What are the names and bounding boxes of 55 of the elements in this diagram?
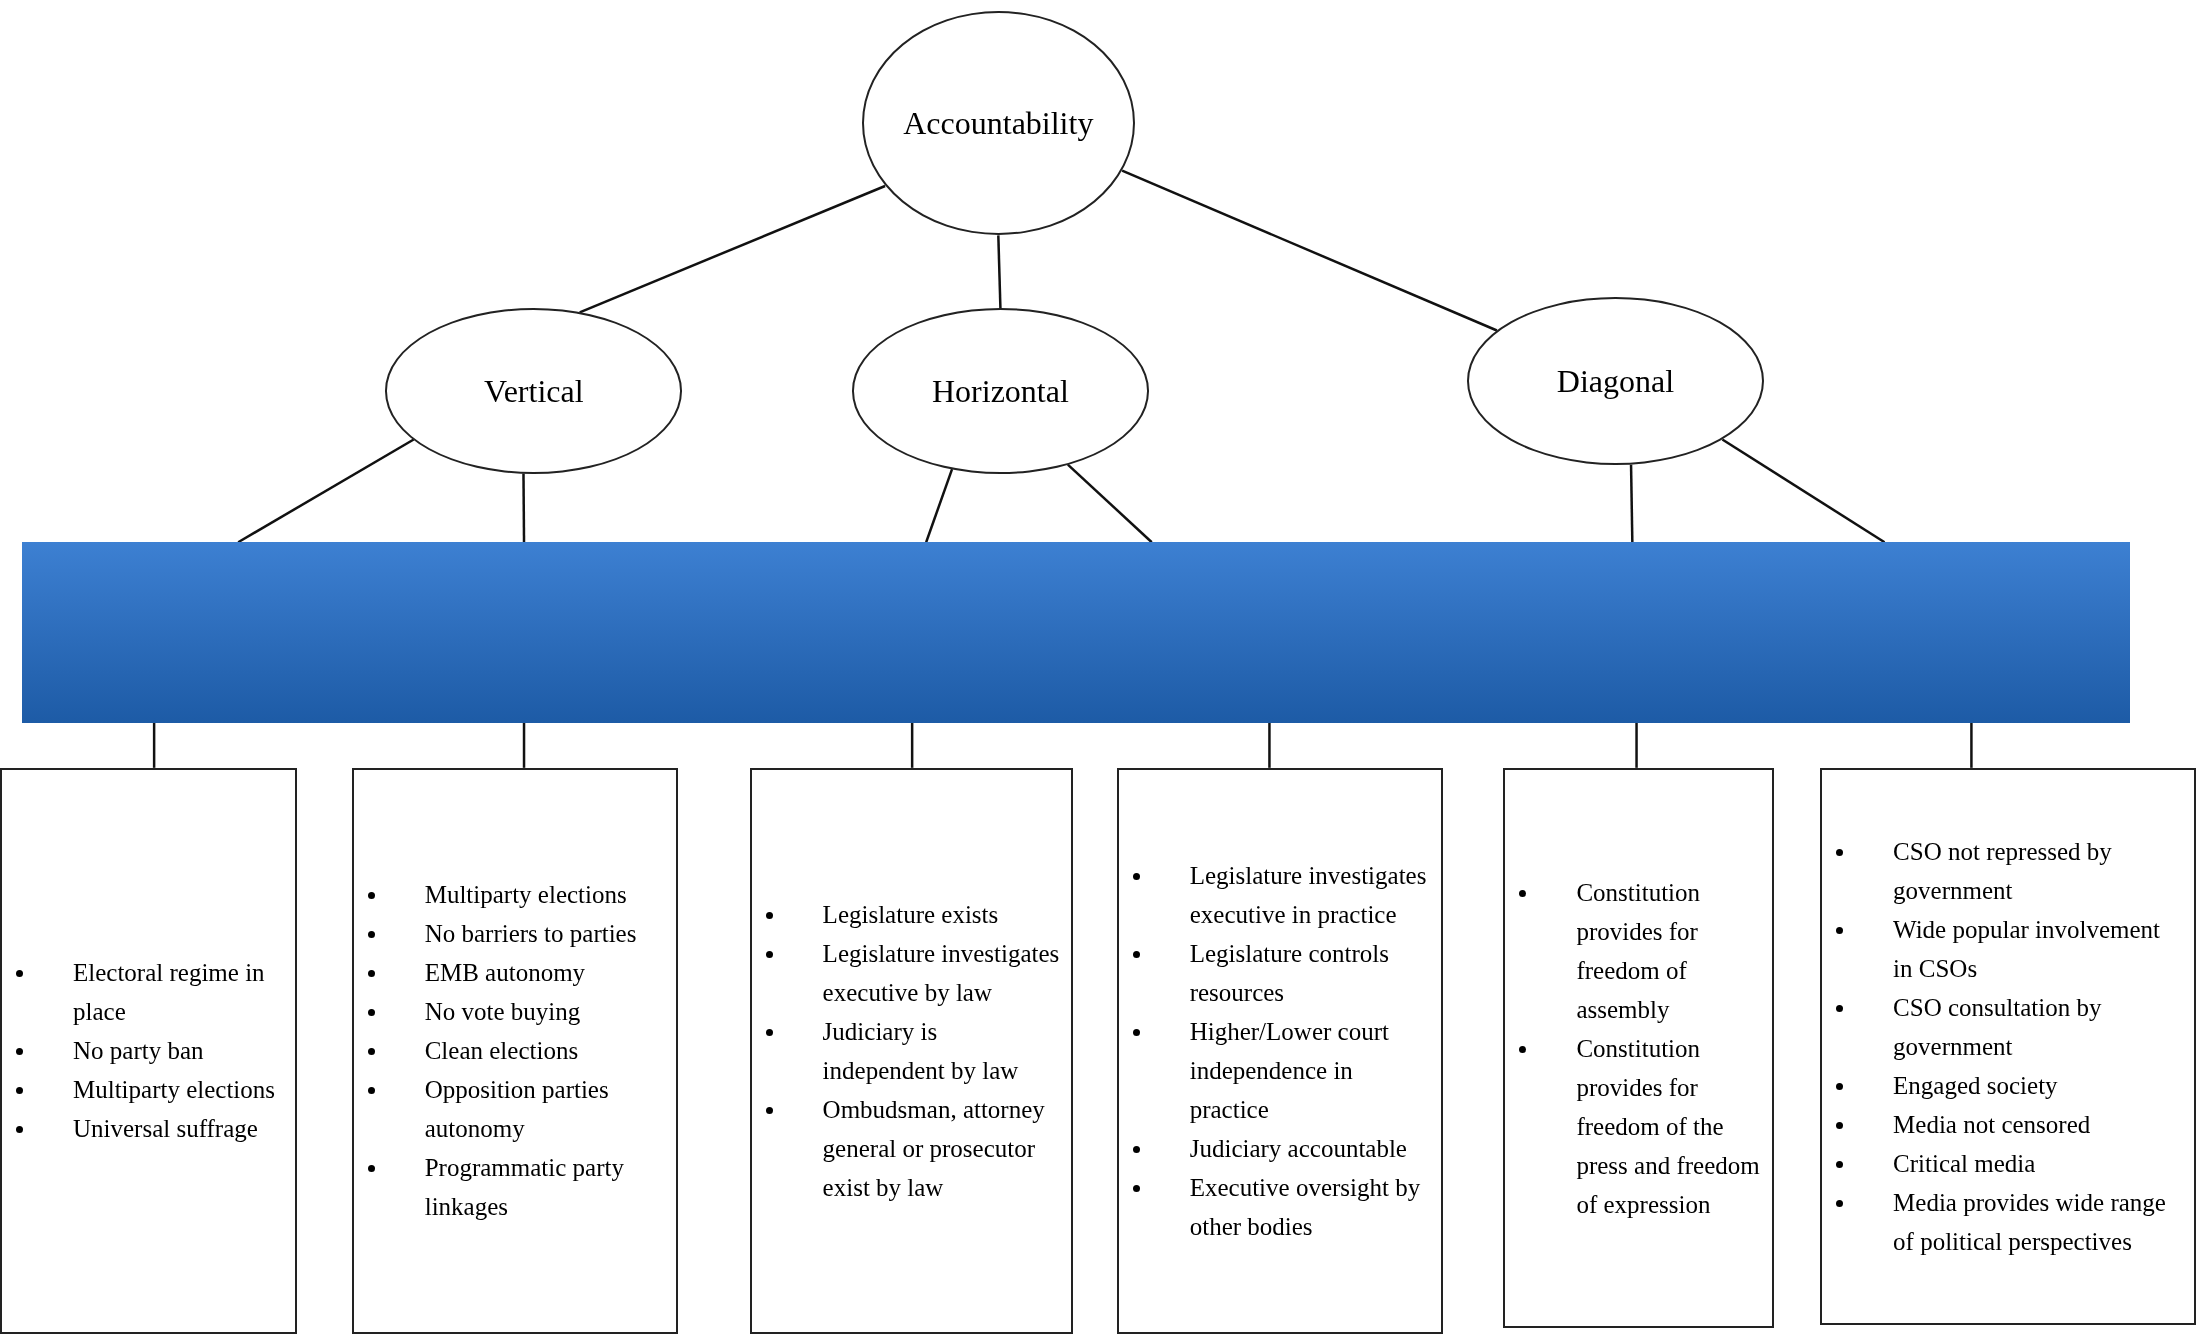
bullet-item: Higher/Lower court independence in practice <box>1189 1016 1390 1125</box>
node-label: Vertical <box>484 371 584 411</box>
connector-line <box>1721 438 1886 544</box>
bullet-item: EMB autonomy <box>424 958 586 989</box>
node-label: Accountability <box>903 104 1094 144</box>
bullet-item: Judiciary is independent by law <box>822 1016 1020 1086</box>
bullet-item: Constitution provides for freedom of assembly <box>1576 877 1702 1025</box>
connector-line <box>997 235 1002 309</box>
bullet-item: No vote buying <box>424 997 581 1028</box>
bullet-item: Clean elections <box>424 1036 579 1067</box>
connector-line <box>925 468 954 543</box>
bullet-item: Judiciary accountable <box>1189 1133 1407 1164</box>
bullet-item: Legislature investigates executive by law <box>822 938 1061 1008</box>
bullet-item: Legislature controls resources <box>1189 938 1390 1008</box>
connector-line <box>1067 463 1153 544</box>
connector-line <box>1268 723 1271 768</box>
connector-line <box>1629 464 1634 543</box>
node-label: Horizontal <box>932 371 1069 411</box>
list-box <box>0 767 298 1334</box>
list-box <box>1503 767 1774 1329</box>
connector-line <box>1970 723 1973 768</box>
bullet-item: Engaged society <box>1893 1071 2058 1102</box>
node-label: Diagonal <box>1556 362 1675 402</box>
connector-line <box>237 438 415 544</box>
bullet-item: Media provides wide range of political perspectives <box>1893 1188 2167 1258</box>
bullet-item: Opposition parties autonomy <box>424 1075 610 1145</box>
bullet-item: No barriers to parties <box>424 919 637 950</box>
bullet-item: Programmatic party linkages <box>424 1153 625 1223</box>
bullet-item: Ombudsman, attorney general or prosecutor exist by law <box>822 1094 1046 1203</box>
bullet-item: Executive oversight by other bodies <box>1189 1172 1422 1242</box>
bullet-item: Media not censored <box>1893 1110 2091 1141</box>
bullet-item: Critical media <box>1893 1149 2036 1180</box>
bullet-item: Multiparty elections <box>73 1075 276 1106</box>
bullet-item: CSO consultation by government <box>1893 993 2103 1063</box>
bullet-item: Multiparty elections <box>424 880 627 911</box>
connector-line <box>1635 723 1638 768</box>
connector-line <box>522 473 526 543</box>
bullet-item: Legislature exists <box>822 899 999 930</box>
connector-line <box>152 723 156 768</box>
bullet-item: Electoral regime in place <box>73 958 266 1028</box>
connector-line <box>579 184 886 314</box>
connector-line <box>910 723 914 768</box>
bullet-item: Wide popular involvement in CSOs <box>1893 915 2162 985</box>
list-box <box>1116 767 1444 1334</box>
horizontal-bar <box>22 542 2130 723</box>
list-box <box>749 767 1074 1334</box>
bullet-item: CSO not repressed by government <box>1893 837 2113 907</box>
bullet-item: Universal suffrage <box>73 1114 258 1145</box>
bullet-item: Constitution provides for freedom of the press and freedom of expression <box>1576 1033 1761 1220</box>
connector-line <box>522 723 526 768</box>
list-box <box>351 767 679 1334</box>
connector-line <box>1121 169 1498 332</box>
bullet-item: Legislature investigates executive in practice <box>1189 860 1428 930</box>
bullet-item: No party ban <box>73 1036 204 1067</box>
list-box <box>1820 767 2196 1326</box>
